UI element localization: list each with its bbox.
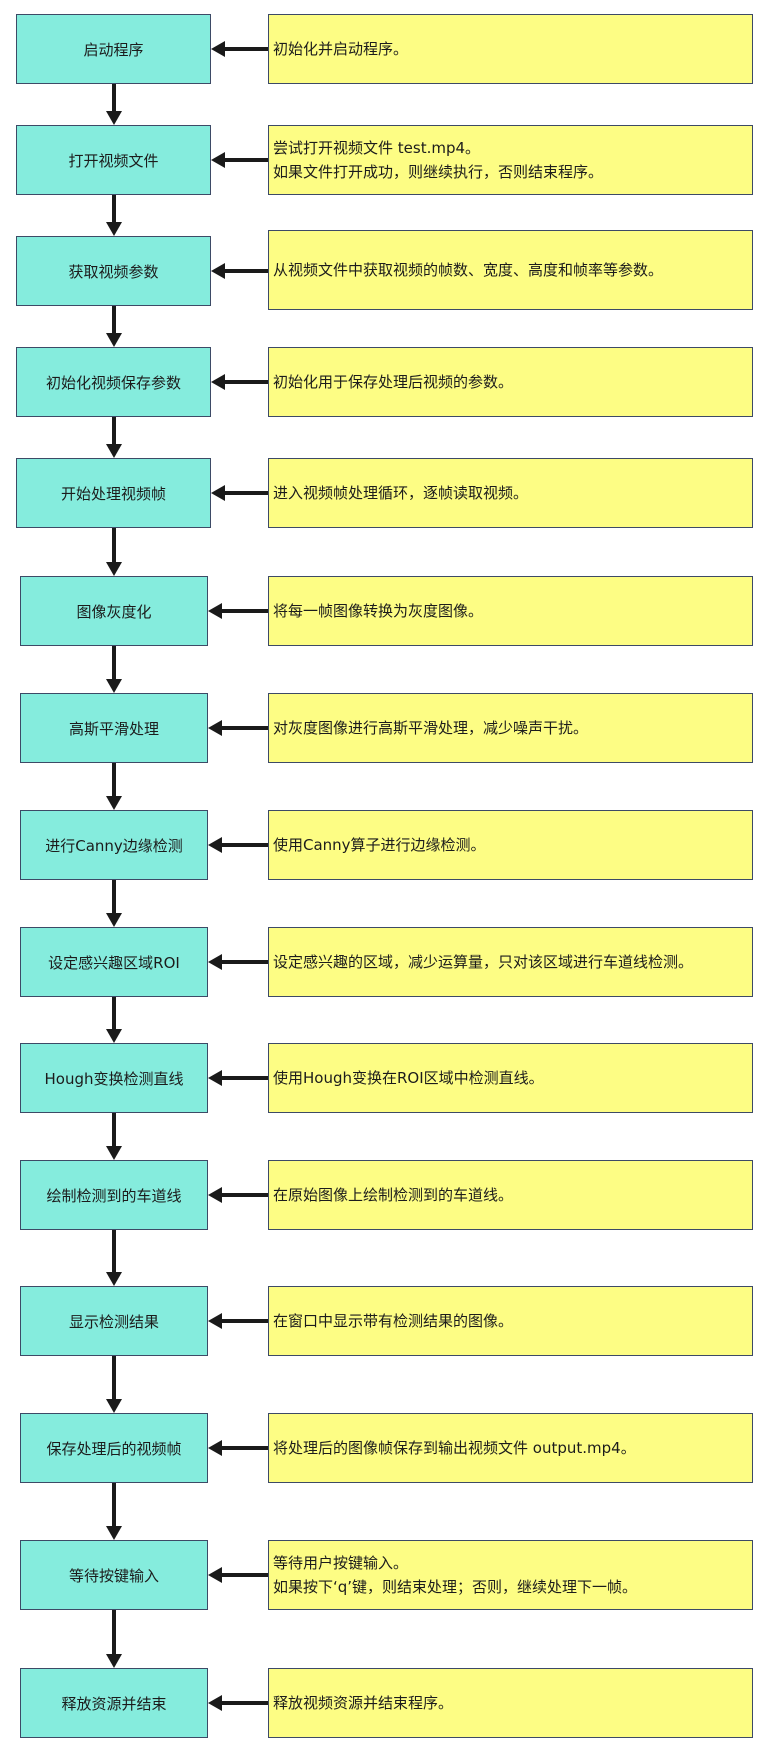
step-label: 图像灰度化 — [76, 602, 152, 621]
note-arrow-head-icon — [211, 263, 225, 279]
step-box: 释放资源并结束 — [20, 1668, 208, 1738]
step-note: 在窗口中显示带有检测结果的图像。 — [268, 1286, 753, 1356]
note-line: 对灰度图像进行高斯平滑处理，减少噪声干扰。 — [273, 719, 589, 737]
step-box: 获取视频参数 — [16, 236, 211, 306]
note-line: 如果按下‘q’键，则结束处理；否则，继续处理下一帧。 — [273, 1578, 638, 1596]
note-arrow-head-icon — [208, 1695, 222, 1711]
flow-arrow-head-icon — [106, 222, 122, 236]
step-label: 进行Canny边缘检测 — [45, 836, 183, 855]
note-line: 使用Canny算子进行边缘检测。 — [273, 836, 486, 854]
note-arrow-head-icon — [208, 837, 222, 853]
note-arrow-head-icon — [208, 1313, 222, 1329]
note-line: 在原始图像上绘制检测到的车道线。 — [273, 1186, 514, 1204]
step-box: Hough变换检测直线 — [20, 1043, 208, 1113]
step-label: 绘制检测到的车道线 — [46, 1186, 182, 1205]
step-box: 保存处理后的视频帧 — [20, 1413, 208, 1483]
step-note: 从视频文件中获取视频的帧数、宽度、高度和帧率等参数。 — [268, 230, 753, 310]
flow-arrow-head-icon — [106, 1399, 122, 1413]
note-line: 使用Hough变换在ROI区域中检测直线。 — [273, 1069, 544, 1087]
flow-arrow-head-icon — [106, 444, 122, 458]
note-arrow-head-icon — [211, 485, 225, 501]
step-box: 设定感兴趣区域ROI — [20, 927, 208, 997]
step-box: 高斯平滑处理 — [20, 693, 208, 763]
step-label: 获取视频参数 — [68, 262, 159, 281]
step-box: 显示检测结果 — [20, 1286, 208, 1356]
flow-arrow-head-icon — [106, 913, 122, 927]
note-line: 将处理后的图像帧保存到输出视频文件 output.mp4。 — [273, 1439, 636, 1457]
flow-arrow-head-icon — [106, 111, 122, 125]
step-label: 开始处理视频帧 — [60, 484, 166, 503]
flow-arrow-head-icon — [106, 1146, 122, 1160]
step-label: 设定感兴趣区域ROI — [48, 953, 180, 972]
step-box: 初始化视频保存参数 — [16, 347, 211, 417]
step-box: 打开视频文件 — [16, 125, 211, 195]
step-note: 尝试打开视频文件 test.mp4。如果文件打开成功，则继续执行，否则结束程序。 — [268, 125, 753, 195]
step-label: 释放资源并结束 — [61, 1694, 167, 1713]
note-line: 初始化并启动程序。 — [273, 40, 409, 58]
step-label: 打开视频文件 — [68, 151, 159, 170]
note-line: 将每一帧图像转换为灰度图像。 — [273, 602, 484, 620]
step-note: 进入视频帧处理循环，逐帧读取视频。 — [268, 458, 753, 528]
step-note: 设定感兴趣的区域，减少运算量，只对该区域进行车道线检测。 — [268, 927, 753, 997]
step-note: 初始化用于保存处理后视频的参数。 — [268, 347, 753, 417]
note-arrow-head-icon — [211, 41, 225, 57]
step-box: 启动程序 — [16, 14, 211, 84]
note-arrow-head-icon — [208, 1440, 222, 1456]
flow-arrow-head-icon — [106, 333, 122, 347]
flow-arrow-head-icon — [106, 796, 122, 810]
step-box: 绘制检测到的车道线 — [20, 1160, 208, 1230]
step-box: 图像灰度化 — [20, 576, 208, 646]
step-box: 等待按键输入 — [20, 1540, 208, 1610]
flow-arrow-head-icon — [106, 1526, 122, 1540]
step-label: 启动程序 — [83, 40, 144, 59]
note-line: 尝试打开视频文件 test.mp4。 — [273, 139, 481, 157]
note-line: 释放视频资源并结束程序。 — [273, 1694, 454, 1712]
flow-arrow-head-icon — [106, 679, 122, 693]
flow-arrow-head-icon — [106, 1029, 122, 1043]
step-note: 释放视频资源并结束程序。 — [268, 1668, 753, 1738]
note-arrow-head-icon — [211, 374, 225, 390]
flow-arrow-head-icon — [106, 562, 122, 576]
step-box: 开始处理视频帧 — [16, 458, 211, 528]
note-line: 进入视频帧处理循环，逐帧读取视频。 — [273, 484, 529, 502]
step-label: 显示检测结果 — [68, 1312, 159, 1331]
step-note: 使用Canny算子进行边缘检测。 — [268, 810, 753, 880]
step-label: 高斯平滑处理 — [68, 719, 159, 738]
note-line: 在窗口中显示带有检测结果的图像。 — [273, 1312, 514, 1330]
note-arrow-head-icon — [208, 1187, 222, 1203]
step-box: 进行Canny边缘检测 — [20, 810, 208, 880]
step-note: 使用Hough变换在ROI区域中检测直线。 — [268, 1043, 753, 1113]
step-note: 将处理后的图像帧保存到输出视频文件 output.mp4。 — [268, 1413, 753, 1483]
note-arrow-head-icon — [211, 152, 225, 168]
step-note: 在原始图像上绘制检测到的车道线。 — [268, 1160, 753, 1230]
step-label: 初始化视频保存参数 — [45, 373, 181, 392]
note-arrow-head-icon — [208, 954, 222, 970]
note-line: 等待用户按键输入。 — [273, 1554, 409, 1572]
flow-arrow-head-icon — [106, 1272, 122, 1286]
note-arrow-head-icon — [208, 603, 222, 619]
note-line: 设定感兴趣的区域，减少运算量，只对该区域进行车道线检测。 — [273, 953, 694, 971]
step-label: 保存处理后的视频帧 — [46, 1439, 182, 1458]
step-label: Hough变换检测直线 — [44, 1069, 184, 1088]
step-note: 初始化并启动程序。 — [268, 14, 753, 84]
note-arrow-head-icon — [208, 720, 222, 736]
note-arrow-head-icon — [208, 1567, 222, 1583]
note-line: 如果文件打开成功，则继续执行，否则结束程序。 — [273, 163, 604, 181]
step-label: 等待按键输入 — [68, 1566, 159, 1585]
step-note: 等待用户按键输入。如果按下‘q’键，则结束处理；否则，继续处理下一帧。 — [268, 1540, 753, 1610]
step-note: 将每一帧图像转换为灰度图像。 — [268, 576, 753, 646]
note-line: 初始化用于保存处理后视频的参数。 — [273, 373, 514, 391]
note-line: 从视频文件中获取视频的帧数、宽度、高度和帧率等参数。 — [273, 261, 664, 279]
flow-arrow-head-icon — [106, 1654, 122, 1668]
step-note: 对灰度图像进行高斯平滑处理，减少噪声干扰。 — [268, 693, 753, 763]
note-arrow-head-icon — [208, 1070, 222, 1086]
